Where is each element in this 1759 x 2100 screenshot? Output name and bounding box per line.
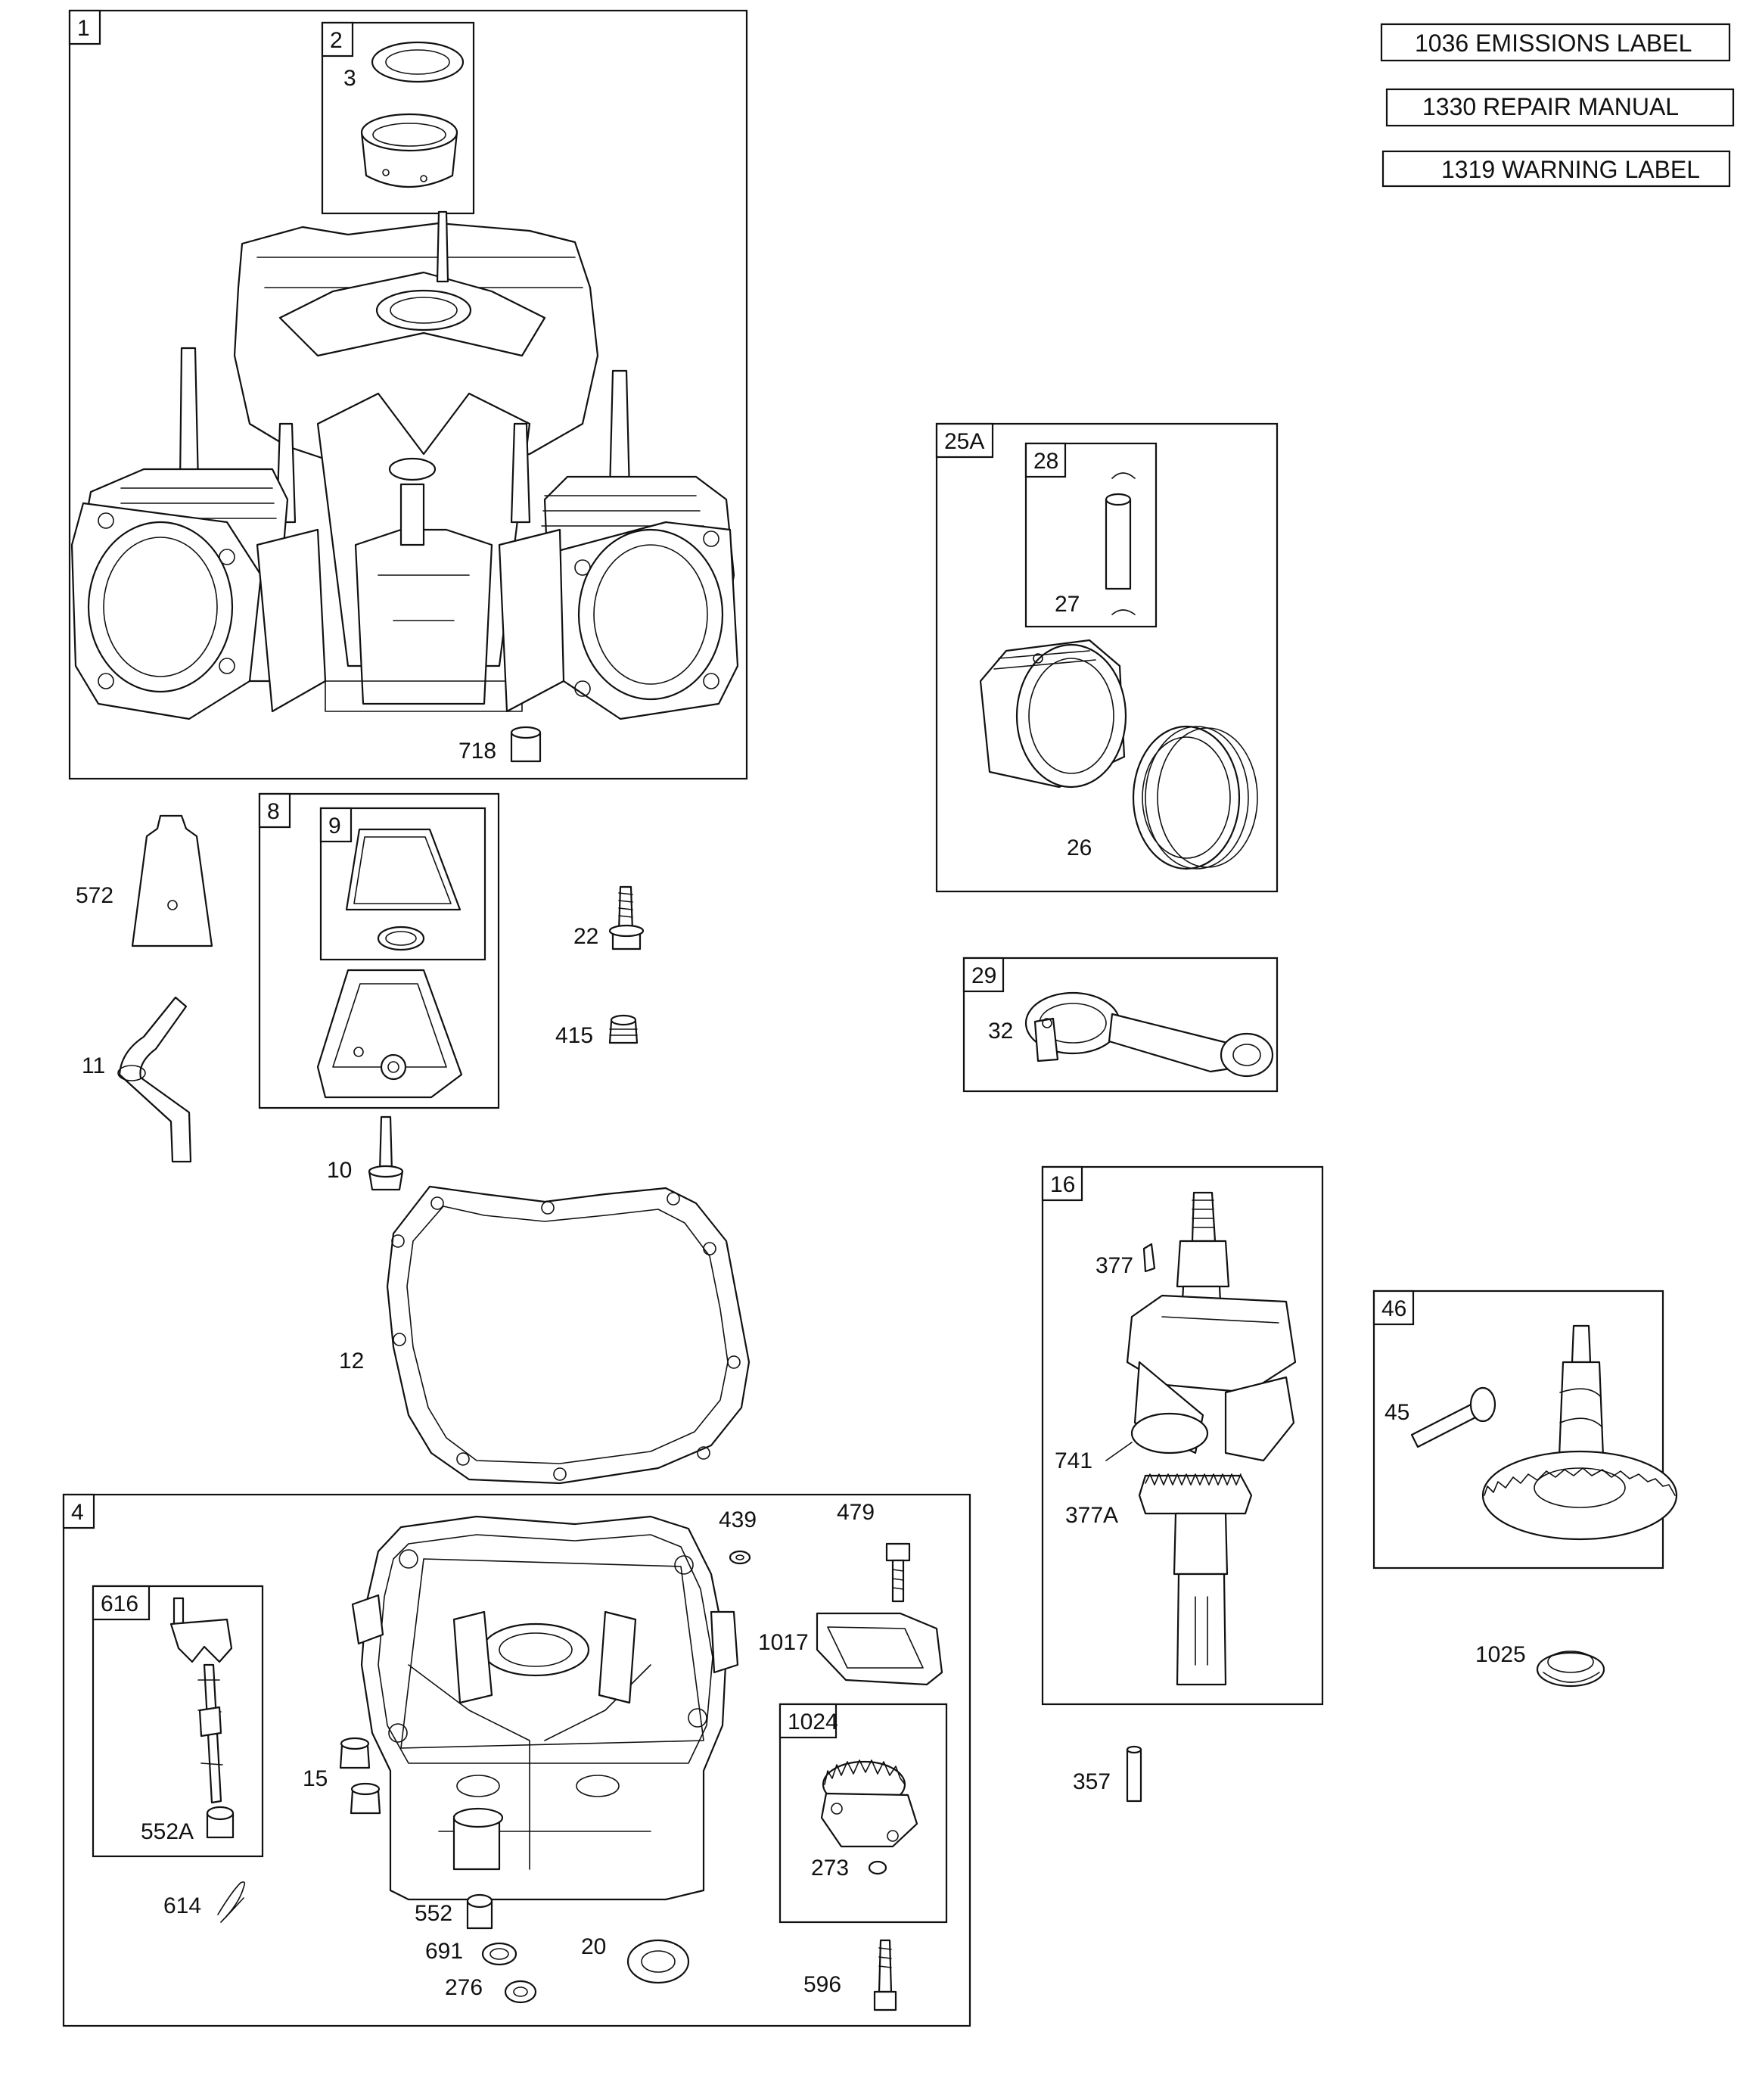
seal-552-icon: [466, 1893, 493, 1930]
svg-text:9: 9: [328, 814, 341, 838]
reference-emissions-label[interactable]: 1036 EMISSIONS LABEL: [1380, 23, 1731, 62]
part-377-label: 377: [1095, 1253, 1133, 1278]
part-572-label: 572: [76, 883, 113, 908]
washer-icon: [729, 1550, 751, 1565]
part-276-label: 276: [445, 1975, 483, 2000]
svg-text:29: 29: [971, 963, 996, 988]
bolt-596-icon: [873, 1939, 897, 2011]
svg-text:28: 28: [1033, 449, 1058, 474]
kit-4-sump-assembly[interactable]: 4 616 552A: [62, 1493, 971, 2027]
svg-text:16: 16: [1050, 1172, 1075, 1197]
bushing-icon: [206, 1806, 235, 1839]
svg-text:46: 46: [1381, 1296, 1406, 1321]
part-11-label: 11: [82, 1053, 105, 1078]
breather-housing-icon: [316, 969, 463, 1099]
plug-icon: [608, 1014, 639, 1044]
ring-691-icon: [481, 1942, 517, 1966]
kit-29-connecting-rod[interactable]: 29 32: [962, 957, 1279, 1093]
reference-repair-manual[interactable]: 1330 REPAIR MANUAL: [1385, 88, 1735, 127]
part-12-label: 12: [339, 1349, 364, 1374]
part-614-label: 614: [163, 1893, 201, 1918]
kit-1-tag: 1: [77, 16, 90, 41]
kit-16-crankshaft[interactable]: 16 377 741 377A: [1041, 1165, 1324, 1706]
part-479-label: 479: [837, 1500, 875, 1525]
o-ring-icon: [868, 1860, 887, 1875]
bolt-479-icon: [885, 1542, 911, 1603]
pulley-icon: [1536, 1650, 1605, 1688]
leader-741: [1105, 1442, 1133, 1461]
washer-276-icon: [504, 1980, 537, 2004]
piston-icon: [979, 639, 1127, 789]
piston-rings-icon: [1132, 725, 1258, 870]
kit-46-camshaft[interactable]: 46 45: [1372, 1290, 1678, 1570]
part-552A-label: 552A: [141, 1819, 194, 1844]
sump-body-icon: [351, 1515, 739, 1901]
part-32-label: 32: [988, 1019, 1013, 1044]
part-415-label: 415: [555, 1023, 593, 1048]
part-596-label: 596: [803, 1972, 841, 1997]
kit-616-governor-shaft[interactable]: 616: [92, 1585, 264, 1858]
part-45-label: 45: [1385, 1400, 1409, 1425]
breather-cover-icon: [131, 814, 213, 947]
kit-28-piston-pin[interactable]: 28 27: [1024, 442, 1158, 628]
tappet-icon: [1410, 1386, 1496, 1448]
svg-text:2: 2: [330, 28, 343, 53]
part-15-label: 15: [303, 1766, 328, 1791]
part-22-label: 22: [573, 924, 598, 949]
connecting-rod-icon: [1024, 991, 1274, 1078]
kit-1024-oil-pump[interactable]: 1024: [778, 1703, 948, 1924]
part-3-label: 3: [343, 66, 356, 91]
dowel-icon: [510, 726, 542, 763]
reference-warning-label[interactable]: 1319 WARNING LABEL: [1381, 150, 1731, 188]
part-1017-label: 1017: [758, 1630, 809, 1655]
svg-text:1024: 1024: [788, 1710, 838, 1734]
part-439-label: 439: [719, 1507, 757, 1532]
crankcase-gasket-icon: [386, 1185, 751, 1485]
kit-1-cylinder-assembly[interactable]: 1 2 3: [68, 9, 748, 780]
drain-plug-icon: [339, 1737, 381, 1815]
bolt-icon: [608, 885, 645, 950]
kit-9-gasket-set[interactable]: 9: [319, 807, 486, 961]
seal-ring-icon: [371, 41, 465, 83]
kit-8-breather-assembly[interactable]: 8 9: [258, 792, 500, 1109]
part-20-label: 20: [581, 1934, 606, 1959]
breather-tube-icon: [117, 996, 192, 1163]
key-357-icon: [1126, 1745, 1142, 1803]
kit-2-valve-seat[interactable]: 2 3: [321, 21, 475, 215]
part-27-label: 27: [1055, 592, 1080, 617]
part-377A-label: 377A: [1065, 1503, 1118, 1528]
svg-text:4: 4: [71, 1500, 84, 1525]
hair-pin-icon: [217, 1881, 246, 1923]
oil-seal-icon: [626, 1939, 690, 1984]
part-718-label: 718: [458, 739, 496, 764]
baffle-icon: [816, 1612, 943, 1686]
part-26-label: 26: [1067, 835, 1092, 860]
part-357-label: 357: [1073, 1769, 1111, 1794]
crankshaft-icon: [1126, 1191, 1297, 1686]
camshaft-gear-icon: [1481, 1324, 1678, 1541]
svg-text:8: 8: [267, 799, 280, 824]
key-377-icon: [1142, 1243, 1156, 1273]
part-552-label: 552: [415, 1901, 452, 1926]
screw-icon: [368, 1115, 404, 1191]
part-10-label: 10: [327, 1158, 352, 1183]
part-1025-label: 1025: [1475, 1642, 1526, 1667]
svg-text:616: 616: [101, 1591, 138, 1616]
svg-text:25A: 25A: [944, 429, 984, 454]
cylinder-block-icon: [70, 210, 739, 720]
part-741-label: 741: [1055, 1448, 1092, 1473]
svg-text:1330 REPAIR MANUAL: 1330 REPAIR MANUAL: [1422, 93, 1679, 120]
valve-guide-icon: [360, 113, 458, 188]
svg-text:1319 WARNING LABEL: 1319 WARNING LABEL: [1441, 156, 1700, 183]
part-273-label: 273: [811, 1856, 849, 1881]
part-691-label: 691: [425, 1939, 463, 1964]
svg-text:1036 EMISSIONS LABEL: 1036 EMISSIONS LABEL: [1415, 30, 1692, 57]
kit-25A-piston-assembly[interactable]: 25A 28 27 26: [935, 422, 1279, 893]
